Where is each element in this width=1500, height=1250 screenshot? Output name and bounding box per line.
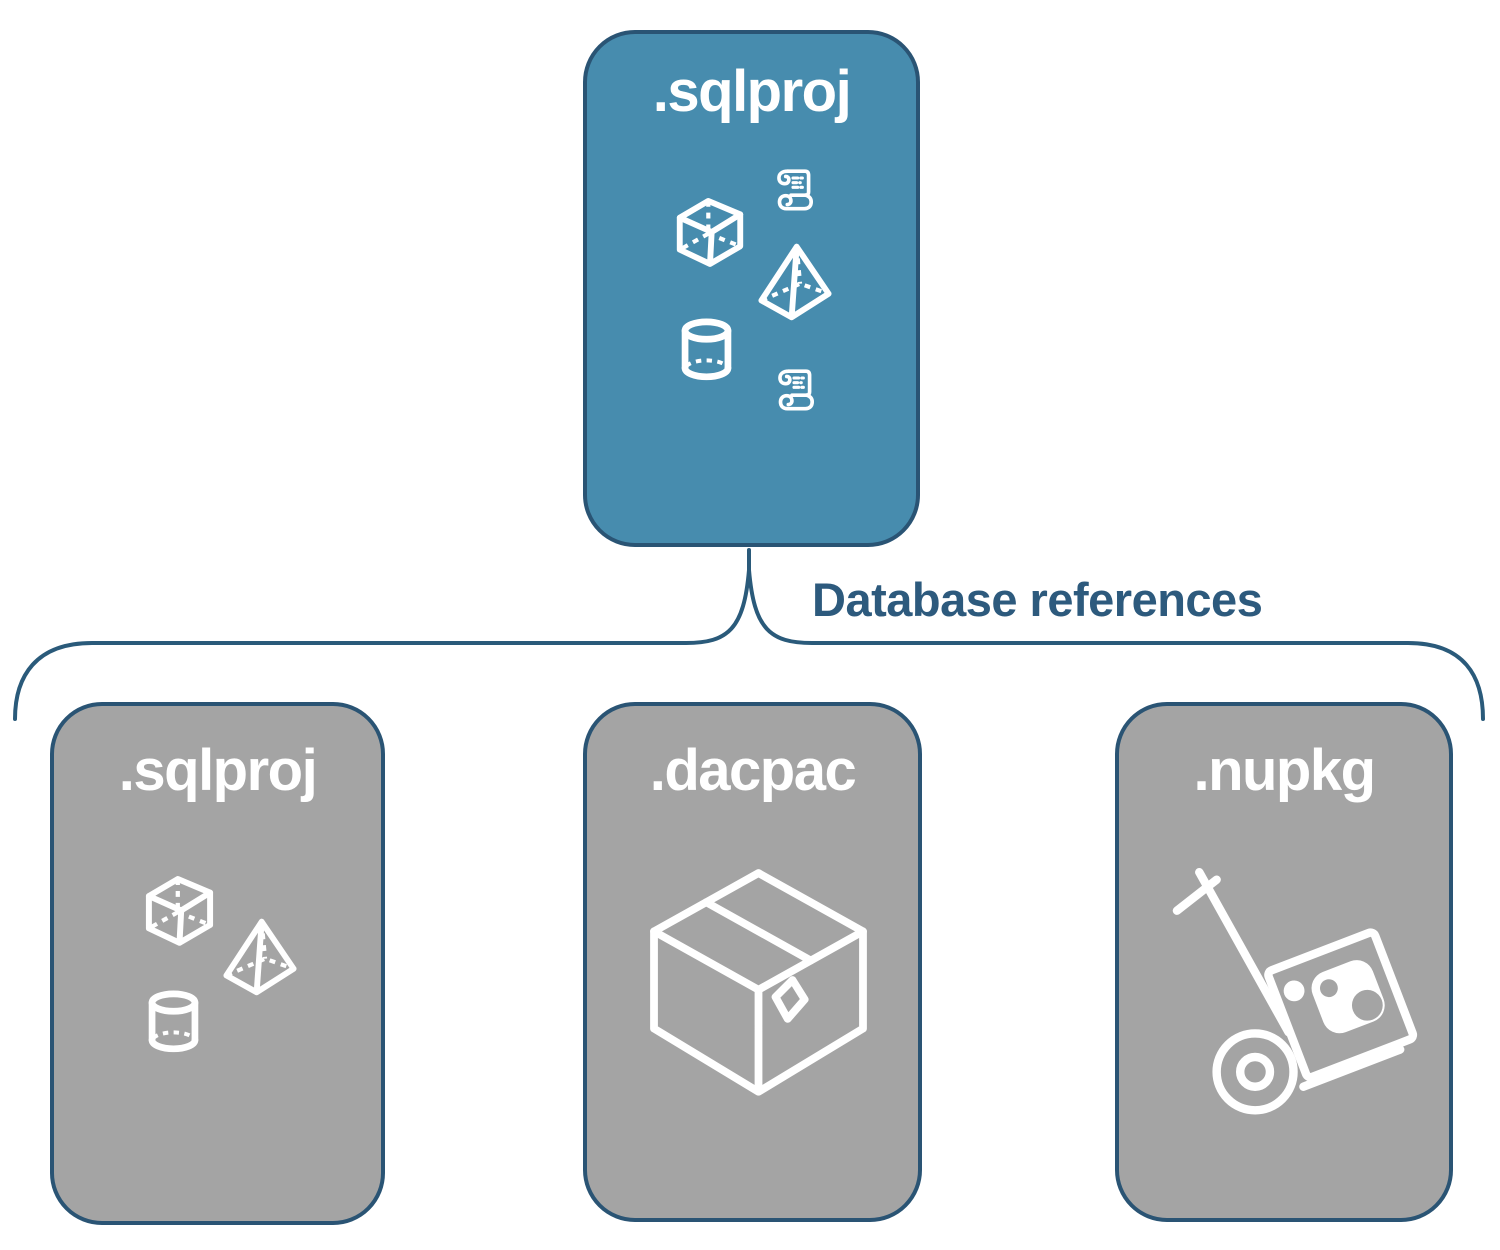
child-node-dacpac: .dacpac — [583, 702, 922, 1222]
cube-icon — [145, 876, 214, 946]
curly-brace — [13, 569, 1485, 721]
child-node-label: .sqlproj — [118, 738, 318, 803]
child-node-label: .dacpac — [649, 738, 857, 803]
cylinder-icon — [148, 990, 199, 1053]
child-node-nupkg: .nupkg — [1115, 702, 1453, 1222]
root-node-label: .sqlproj — [652, 59, 852, 124]
script-scroll-icon — [777, 169, 814, 211]
pyramid-icon — [758, 243, 832, 321]
cylinder-icon — [681, 318, 732, 381]
edge-label-database-references: Database references — [812, 573, 1263, 626]
package-box-icon — [650, 869, 867, 1096]
child-node-label: .nupkg — [1193, 738, 1376, 803]
child-node-sqlproj: .sqlproj — [50, 702, 385, 1225]
pyramid-icon — [223, 918, 297, 996]
script-scroll-icon — [778, 369, 815, 411]
root-node-sqlproj: .sqlproj — [583, 30, 920, 547]
nuget-hand-truck-icon — [1172, 868, 1418, 1115]
cube-icon — [676, 197, 744, 267]
